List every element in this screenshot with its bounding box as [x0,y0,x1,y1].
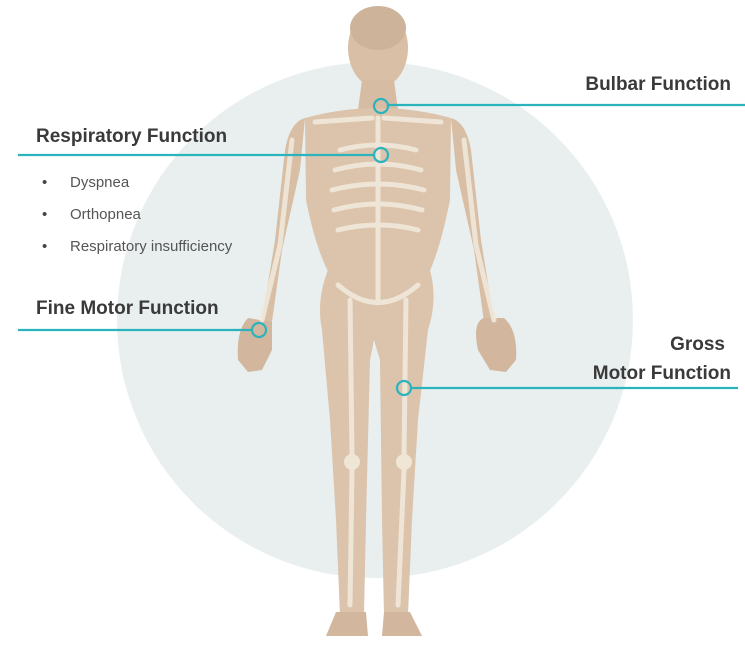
gross-motor-label-line1: Gross [670,334,725,356]
list-item: Orthopnea [40,204,232,236]
respiratory-function-label: Respiratory Function [36,126,227,148]
list-item: Dyspnea [40,172,232,204]
gross-motor-label-line2: Motor Function [593,363,731,385]
bulbar-function-label: Bulbar Function [585,74,731,96]
list-item: Respiratory insufficiency [40,236,232,268]
respiratory-symptom-list: Dyspnea Orthopnea Respiratory insufficie… [40,172,232,268]
fine-motor-function-label: Fine Motor Function [36,298,219,320]
